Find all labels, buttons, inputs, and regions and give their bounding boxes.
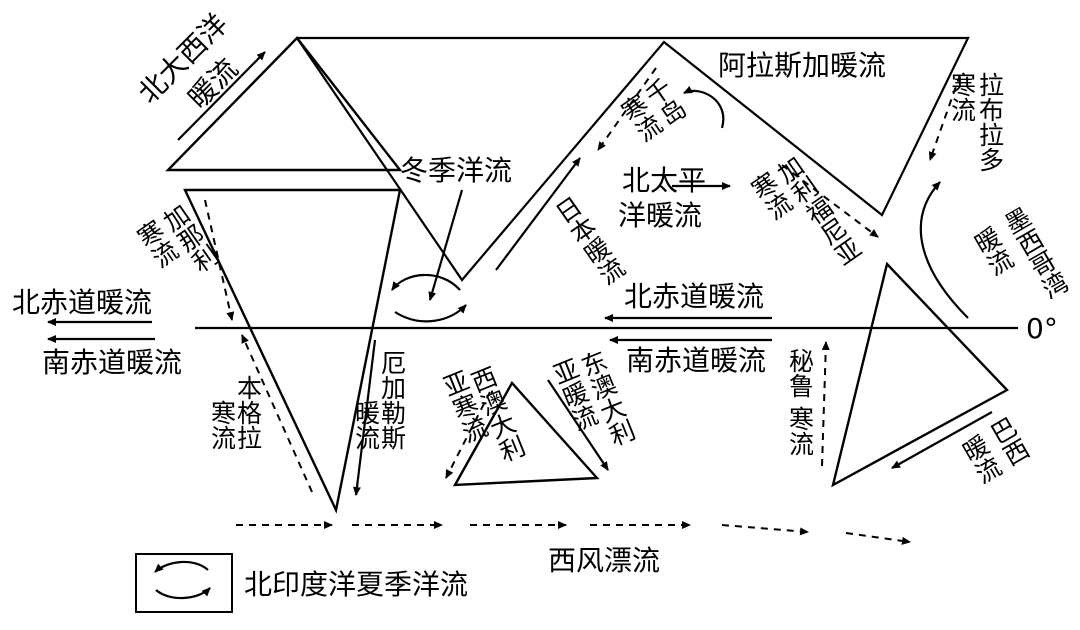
legend-box bbox=[135, 553, 233, 613]
agulhas-label-1: 厄加勒斯 bbox=[378, 350, 407, 450]
benguela-label-2: 寒流 bbox=[208, 400, 237, 450]
east-australia-arrow bbox=[547, 379, 609, 471]
west-australia-arrow bbox=[445, 391, 491, 479]
peru-arrow bbox=[821, 341, 830, 467]
peru-label-2: 寒流 bbox=[786, 406, 815, 456]
brazil-arrow bbox=[891, 411, 993, 469]
labrador-label-1: 拉布拉多 bbox=[976, 72, 1005, 172]
agulhas-arrow bbox=[353, 339, 377, 496]
winter-monsoon-arrow-upper bbox=[391, 273, 461, 291]
kuroshio-arrow bbox=[495, 157, 581, 271]
continent-north-outline bbox=[296, 36, 970, 282]
california-arrow bbox=[781, 164, 879, 238]
continent-africa bbox=[183, 188, 402, 514]
legend-arrow-lower bbox=[155, 587, 211, 600]
alaska-label: 阿拉斯加暖流 bbox=[718, 49, 886, 82]
west-wind-arrow-5 bbox=[721, 524, 809, 536]
winter-current-label: 冬季洋流 bbox=[400, 154, 512, 187]
legend-arrow-upper bbox=[154, 560, 209, 573]
equator-label: 0° bbox=[1026, 312, 1058, 345]
gulf-mexico-arrow bbox=[919, 181, 969, 319]
north-eq-left-label: 北赤道暖流 bbox=[12, 286, 152, 319]
benguela-label-1: 本格拉 bbox=[234, 375, 263, 450]
north-atlantic-arrow bbox=[177, 51, 266, 141]
south-eq-left-label: 南赤道暖流 bbox=[42, 346, 182, 379]
north-pacific-label-1: 北太平 bbox=[622, 164, 706, 197]
winter-monsoon-arrow-lower bbox=[394, 304, 467, 323]
west-wind-arrow-6 bbox=[845, 532, 911, 545]
north-pacific-label-2: 洋暖流 bbox=[618, 199, 702, 232]
peru-label-1: 秘鲁 bbox=[786, 348, 815, 398]
winter-current-pointer bbox=[428, 189, 464, 301]
legend-label: 北印度洋夏季洋流 bbox=[244, 568, 468, 601]
continent-north-left-triangle bbox=[165, 36, 403, 172]
labrador-label-2: 寒流 bbox=[948, 72, 977, 122]
west-wind-label: 西风漂流 bbox=[548, 544, 660, 577]
benguela-arrow bbox=[241, 334, 313, 493]
oyashio-arrow bbox=[597, 67, 657, 151]
labrador-arrow bbox=[928, 74, 961, 161]
south-eq-right-label: 南赤道暖流 bbox=[626, 344, 766, 377]
oyashio-curve-arrow bbox=[683, 85, 725, 129]
north-eq-right-label: 北赤道暖流 bbox=[624, 280, 764, 313]
continent-australia bbox=[452, 380, 600, 487]
